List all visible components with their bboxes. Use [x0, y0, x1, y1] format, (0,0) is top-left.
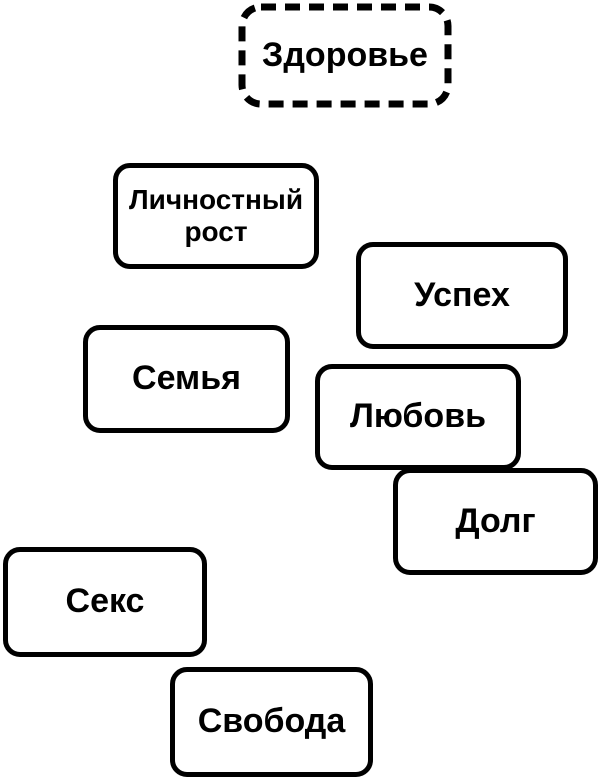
node-duty: Долг: [393, 468, 598, 575]
node-sex: Секс: [3, 547, 207, 657]
dashed-border-shape: [238, 3, 452, 108]
node-health: Здоровье: [238, 3, 452, 108]
node-sex-label: Секс: [65, 582, 145, 621]
node-family: Семья: [83, 325, 290, 433]
node-love: Любовь: [315, 364, 521, 470]
node-success: Успех: [356, 242, 568, 349]
node-freedom-label: Свобода: [197, 702, 346, 741]
node-love-label: Любовь: [349, 397, 487, 436]
node-freedom: Свобода: [170, 667, 373, 777]
node-family-label: Семья: [132, 359, 241, 398]
node-success-label: Успех: [414, 275, 510, 314]
node-duty-label: Долг: [455, 501, 536, 540]
node-health-label: Здоровье: [262, 35, 428, 74]
node-personal-growth-label: Личностный рост: [128, 183, 304, 247]
node-personal-growth: Личностный рост: [113, 163, 319, 269]
